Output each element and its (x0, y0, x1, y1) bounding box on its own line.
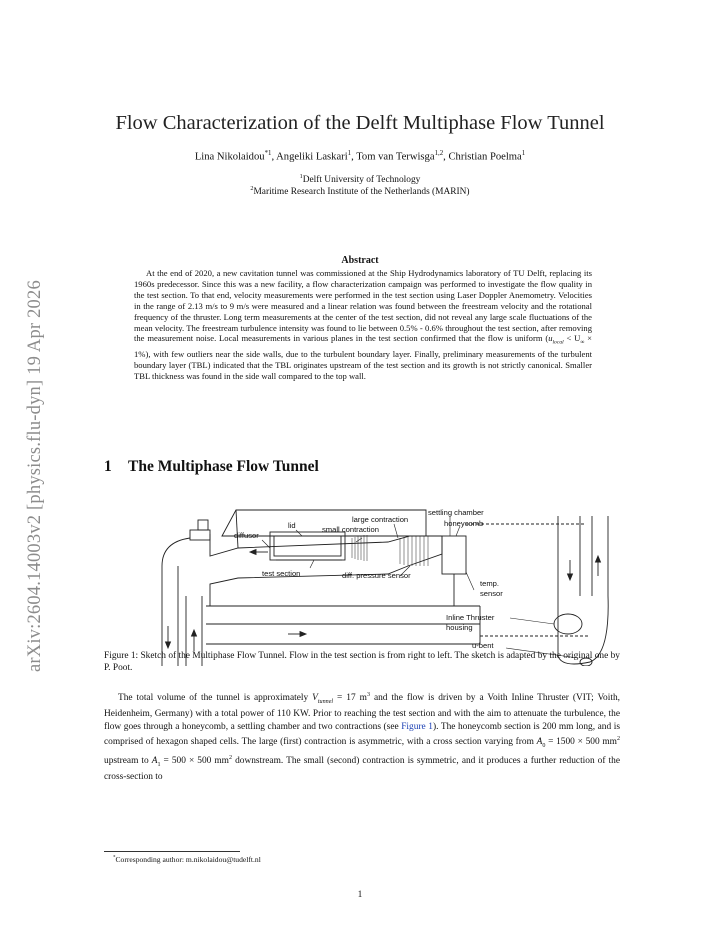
body-text: downstream. The small (second) contracti… (104, 756, 620, 783)
figure-label-temp-sensor: temp. (480, 579, 499, 588)
math-symbol: V (312, 693, 318, 704)
flow-arrow (566, 573, 574, 582)
affiliation: 1Delft University of Technology (0, 174, 720, 185)
figure-label-test-section: test section (262, 569, 300, 578)
affiliation-mark: 1 (299, 174, 303, 180)
flow-arrow (164, 641, 172, 650)
paper-title: Flow Characterization of the Delft Multi… (115, 112, 605, 134)
author-mark: *1 (264, 150, 272, 157)
caption-label: Figure 1: (104, 651, 139, 661)
math-text: × 1% (134, 333, 593, 360)
math-subscript: ∞ (580, 340, 585, 347)
author-name: Tom van Terwisga (356, 151, 435, 163)
footnote-mark: * (113, 855, 116, 861)
left-flange (189, 529, 211, 541)
section-title: The Multiphase Flow Tunnel (128, 458, 319, 475)
body-text: = 500 × 500 mm (160, 756, 229, 767)
author-name: Lina Nikolaidou (194, 151, 265, 163)
math-subscript: local (552, 340, 564, 347)
math-subscript: 1 (157, 762, 161, 769)
math-symbol: u (548, 333, 553, 344)
figure-label-inline-thruster: Inline Thruster (446, 613, 495, 622)
flow-arrow (190, 628, 198, 637)
figure-label-inline-thruster: housing (446, 623, 473, 632)
body-text: ). The honeycomb section is 200 mm long,… (104, 721, 620, 748)
test-section-window (273, 535, 342, 557)
author-mark: 1 (347, 150, 352, 157)
arxiv-identifier: arXiv:2604.14003v2 [physics.flu-dyn] 19 … (25, 280, 45, 672)
math-superscript: 3 (366, 692, 370, 698)
u-bent-curve (557, 595, 609, 665)
author-mark: 1 (521, 150, 526, 157)
flow-arrow (594, 554, 602, 563)
section-heading: 1 The Multiphase Flow Tunnel (104, 458, 319, 476)
affiliation: 2Maritime Research Institute of the Neth… (0, 186, 720, 197)
affiliation-mark: 2 (250, 186, 254, 192)
diffusor-inner (235, 509, 239, 549)
body-text: and the flow is driven by a Voith Inline… (104, 693, 620, 732)
abstract-text: At the end of 2020, a new cavitation tun… (134, 268, 592, 382)
upper-duct-outline (209, 534, 443, 606)
figure-label-large-contraction: large contraction (352, 515, 408, 524)
figure-label-temp-sensor: sensor (480, 589, 503, 598)
left-elbow (161, 537, 191, 567)
flow-arrow (248, 548, 257, 556)
figure-label-u-bent: u-bent (472, 641, 494, 650)
figure-label-lid: lid (288, 521, 296, 530)
abstract-part: At the end of 2020, a new cavitation tun… (134, 268, 592, 344)
math-symbol: A (536, 737, 543, 748)
author-mark: 1,2 (434, 150, 444, 157)
footnote: *Corresponding author: m.nikolaidou@tude… (113, 855, 261, 864)
section-number: 1 (104, 458, 112, 475)
math-text: < U (563, 333, 581, 344)
large-contraction-hatch (399, 536, 429, 566)
figure-label-honeycomb: honeycomb (444, 519, 483, 528)
figure-label-diff-pressure-sensor: diff. pressure sensor (342, 571, 411, 580)
page-number: 1 (357, 890, 363, 900)
math-superscript: 2 (228, 755, 233, 762)
settling-chamber-box (441, 535, 467, 575)
figure-label-diffusor: diffusor (234, 531, 259, 540)
affiliation-text: Maritime Research Institute of the Nethe… (253, 187, 470, 198)
small-contraction-hatch (351, 535, 368, 561)
author-list: Lina Nikolaidou*1, Angeliki Laskari1, To… (194, 150, 526, 163)
abstract-part: ), with few outliers near the side walls… (134, 349, 592, 381)
abstract-heading: Abstract (341, 255, 379, 266)
figure-reference-link[interactable]: Figure 1 (401, 721, 433, 732)
body-text: upstream to (104, 756, 152, 767)
figure-label-small-contraction: small contraction (322, 525, 379, 534)
caption-text: Sketch of the Multiphase Flow Tunnel. Fl… (104, 651, 620, 673)
math-superscript: 2 (616, 735, 620, 742)
flow-arrow (299, 630, 308, 638)
math-subscript: 0 (542, 742, 546, 749)
author-name: Angeliki Laskari (276, 151, 348, 163)
affiliation-text: Delft University of Technology (302, 175, 421, 186)
math-symbol: A (151, 756, 158, 767)
body-paragraph: The total volume of the tunnel is approx… (104, 689, 620, 784)
body-text: The total volume of the tunnel is approx… (118, 693, 313, 704)
footnote-rule (104, 851, 240, 852)
body-text: = 17 m (333, 693, 367, 704)
figure-caption: Figure 1: Sketch of the Multiphase Flow … (104, 650, 620, 674)
author-name: Christian Poelma (448, 151, 522, 163)
body-text: = 1500 × 500 mm (545, 737, 617, 748)
footnote-text: Corresponding author: m.nikolaidou@tudel… (115, 855, 261, 864)
math-subscript: tunnel (317, 699, 334, 705)
u-bent-flange (579, 657, 593, 666)
left-valve (197, 519, 209, 531)
figure-label-settling-chamber: settling chamber (428, 508, 484, 517)
tunnel-sketch-figure: diffusor lid small contraction large con… (161, 508, 609, 666)
